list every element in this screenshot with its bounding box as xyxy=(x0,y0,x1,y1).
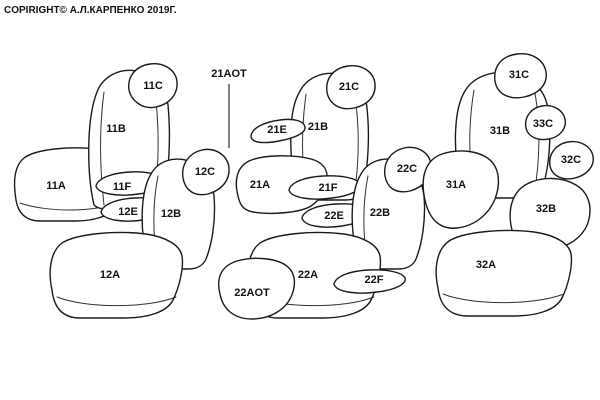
label-22aot: 22AOT xyxy=(234,287,270,299)
part-31c-headrest-shape xyxy=(494,53,547,99)
label-22a: 22A xyxy=(298,269,318,281)
part-21c-headrest-shape xyxy=(326,65,376,110)
label-11a: 11A xyxy=(46,180,66,192)
label-31c: 31C xyxy=(509,69,529,81)
label-32b: 32B xyxy=(536,203,556,215)
part-32c-headrest-shape xyxy=(549,140,594,180)
part-12a-cushion-shape xyxy=(49,231,184,319)
labels-layer: 11C 11B 11A 11F 12E 12C 12B 12A 21AOT 21… xyxy=(46,68,581,299)
label-32c: 32C xyxy=(561,154,581,166)
seat-group-rear xyxy=(422,53,594,317)
part-21e-strip-shape xyxy=(250,118,306,144)
label-21c: 21C xyxy=(339,81,359,93)
label-22e: 22E xyxy=(324,210,344,222)
label-22f: 22F xyxy=(365,274,384,286)
label-11c: 11C xyxy=(143,80,163,92)
seam-line xyxy=(100,91,105,206)
seam-line xyxy=(56,296,177,307)
label-21a: 21A xyxy=(250,179,270,191)
label-33c: 33C xyxy=(533,118,553,130)
label-21aot: 21AOT xyxy=(211,68,247,80)
label-21b: 21B xyxy=(308,121,328,133)
label-22c: 22C xyxy=(397,163,417,175)
copyright-text: COPIRIGHT© А.Л.КАРПЕНКО 2019Г. xyxy=(4,5,177,16)
part-31a-panel-shape xyxy=(422,150,500,229)
label-11f: 11F xyxy=(113,181,132,193)
label-21f: 21F xyxy=(319,182,338,194)
label-21e: 21E xyxy=(267,124,287,136)
seat-group-front xyxy=(13,63,230,319)
part-22f-strip-shape xyxy=(333,269,406,294)
part-12c-headrest-shape xyxy=(182,148,230,196)
label-22b: 22B xyxy=(370,207,390,219)
seat-group-middle xyxy=(218,65,432,320)
part-22aot-flap-shape xyxy=(218,257,296,320)
label-12b: 12B xyxy=(161,208,181,220)
label-12c: 12C xyxy=(195,166,215,178)
label-11b: 11B xyxy=(106,123,126,135)
seam-line xyxy=(442,293,565,304)
label-31a: 31A xyxy=(446,179,466,191)
label-32a: 32A xyxy=(476,259,496,271)
label-12e: 12E xyxy=(118,206,138,218)
part-32a-cushion-shape xyxy=(435,229,573,317)
label-31b: 31B xyxy=(490,125,510,137)
part-11c-headrest-shape xyxy=(128,63,178,109)
label-12a: 12A xyxy=(100,269,120,281)
part-33c-headrest-shape xyxy=(524,104,567,141)
